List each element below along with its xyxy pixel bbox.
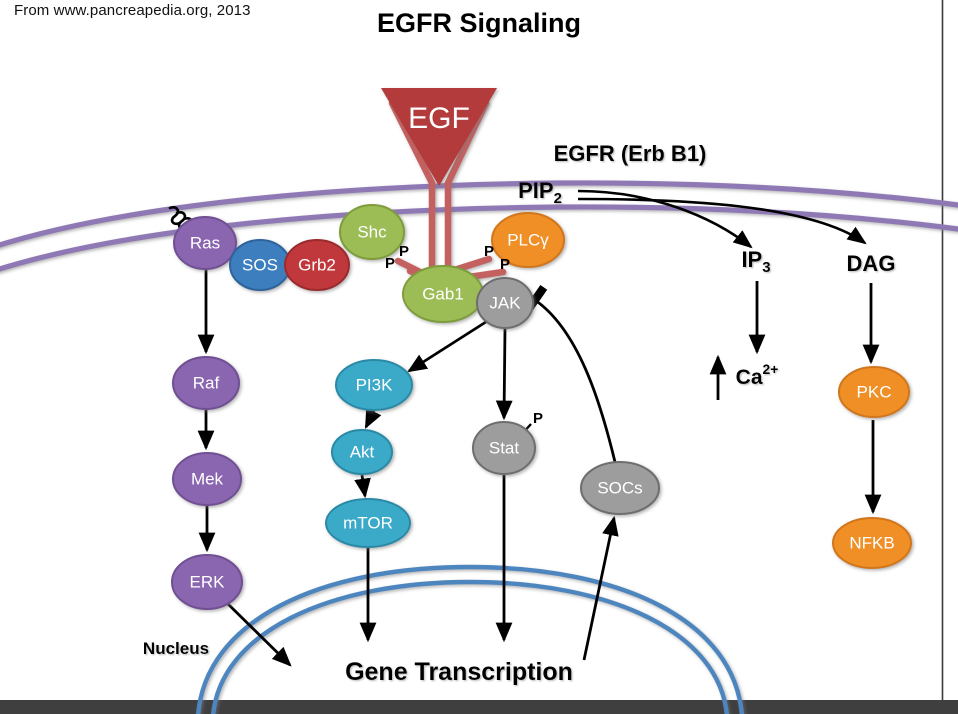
- node-label-mtor: mTOR: [343, 513, 393, 532]
- node-label-socs: SOCs: [597, 478, 642, 497]
- node-socs[interactable]: SOCs: [580, 461, 660, 515]
- node-shape-plcg[interactable]: [491, 212, 565, 268]
- source-note: From www.pancreapedia.org, 2013: [14, 2, 251, 19]
- node-nfkb[interactable]: NFKB: [832, 517, 912, 569]
- node-label-plcg: PLCγ: [507, 230, 549, 249]
- node-mtor[interactable]: mTOR: [325, 498, 411, 548]
- node-shape-pkc[interactable]: [838, 366, 910, 418]
- node-label-gab1: Gab1: [422, 284, 464, 303]
- membrane-label-egfr-text: EGFR (Erb B1): [554, 141, 707, 166]
- node-shape-pi3k[interactable]: [335, 359, 413, 411]
- node-jak[interactable]: JAK: [476, 277, 534, 329]
- phospho-marker-p2: P: [399, 243, 409, 260]
- phospho-marker-p5: P: [533, 410, 543, 427]
- node-label-mek: Mek: [191, 469, 224, 488]
- messenger-calcium-superscript: 2+: [763, 361, 779, 377]
- pip2-hydrolysis-arrows: [577, 189, 867, 249]
- node-pkc[interactable]: PKC: [838, 366, 910, 418]
- node-shc[interactable]: Shc: [339, 204, 405, 260]
- node-stat[interactable]: Stat: [472, 421, 536, 475]
- node-label-sos: SOS: [242, 255, 278, 274]
- node-shape-akt[interactable]: [331, 429, 393, 475]
- node-shape-jak[interactable]: [476, 277, 534, 329]
- region-label-gene-transcription: Gene Transcription: [345, 658, 573, 686]
- messenger-calcium: Ca2+: [736, 361, 779, 389]
- node-label-grb2: Grb2: [298, 255, 336, 274]
- messenger-ip3-text: IP: [741, 247, 762, 272]
- node-shape-nfkb[interactable]: [832, 517, 912, 569]
- node-mek[interactable]: Mek: [172, 452, 242, 506]
- node-label-jak: JAK: [489, 293, 521, 312]
- page-title: EGFR Signaling: [376, 8, 581, 38]
- region-label-nucleus: Nucleus: [143, 639, 209, 658]
- messenger-ip3: IP3: [741, 247, 770, 276]
- node-shape-mtor[interactable]: [325, 498, 411, 548]
- node-shape-shc[interactable]: [339, 204, 405, 260]
- region-label-nucleus-text: Nucleus: [143, 639, 209, 658]
- node-label-erk: ERK: [190, 572, 226, 591]
- node-shape-raf[interactable]: [172, 356, 240, 410]
- phospho-marker-p1: P: [385, 255, 395, 272]
- node-shape-ras[interactable]: [173, 216, 237, 270]
- node-shape-stat[interactable]: [472, 421, 536, 475]
- node-label-pi3k: PI3K: [356, 375, 394, 394]
- phospho-marker-p3: P: [484, 243, 494, 260]
- node-plcg[interactable]: PLCγ: [491, 212, 565, 268]
- messenger-dag-text: DAG: [847, 251, 896, 276]
- nucleus-membrane: [196, 564, 744, 714]
- node-akt[interactable]: Akt: [331, 429, 393, 475]
- node-label-shc: Shc: [357, 222, 387, 241]
- region-label-gene-transcription-text: Gene Transcription: [345, 658, 573, 686]
- pathway-arrows: [197, 270, 882, 667]
- node-shape-socs[interactable]: [580, 461, 660, 515]
- node-label-raf: Raf: [193, 373, 220, 392]
- node-sos[interactable]: SOS: [229, 239, 291, 291]
- phospho-marker-p4: P: [500, 256, 510, 273]
- node-label-pkc: PKC: [857, 382, 892, 401]
- node-label-ras: Ras: [190, 233, 220, 252]
- membrane-label-pip2-subscript: 2: [554, 190, 562, 207]
- plasma-membrane: [0, 180, 958, 272]
- socs-inhibition-arrow: [522, 284, 617, 463]
- membrane-label-pip2-text: PIP: [518, 178, 553, 203]
- node-shape-erk[interactable]: [171, 554, 243, 610]
- node-gab1[interactable]: Gab1: [402, 265, 484, 323]
- node-label-akt: Akt: [350, 442, 375, 461]
- node-raf[interactable]: Raf: [172, 356, 240, 410]
- membrane-label-egfr: EGFR (Erb B1): [554, 141, 707, 166]
- messenger-dag: DAG: [847, 251, 896, 276]
- node-pi3k[interactable]: PI3K: [335, 359, 413, 411]
- egf-label: EGF: [408, 102, 470, 135]
- membrane-label-pip2: PIP2: [518, 178, 562, 207]
- node-grb2[interactable]: Grb2: [284, 239, 350, 291]
- messenger-ip3-subscript: 3: [762, 259, 770, 276]
- node-ras[interactable]: Ras: [173, 216, 237, 270]
- node-label-stat: Stat: [489, 438, 520, 457]
- node-erk[interactable]: ERK: [171, 554, 243, 610]
- node-shape-grb2[interactable]: [284, 239, 350, 291]
- node-shape-mek[interactable]: [172, 452, 242, 506]
- messenger-calcium-text: Ca: [736, 366, 763, 389]
- node-label-nfkb: NFKB: [849, 533, 894, 552]
